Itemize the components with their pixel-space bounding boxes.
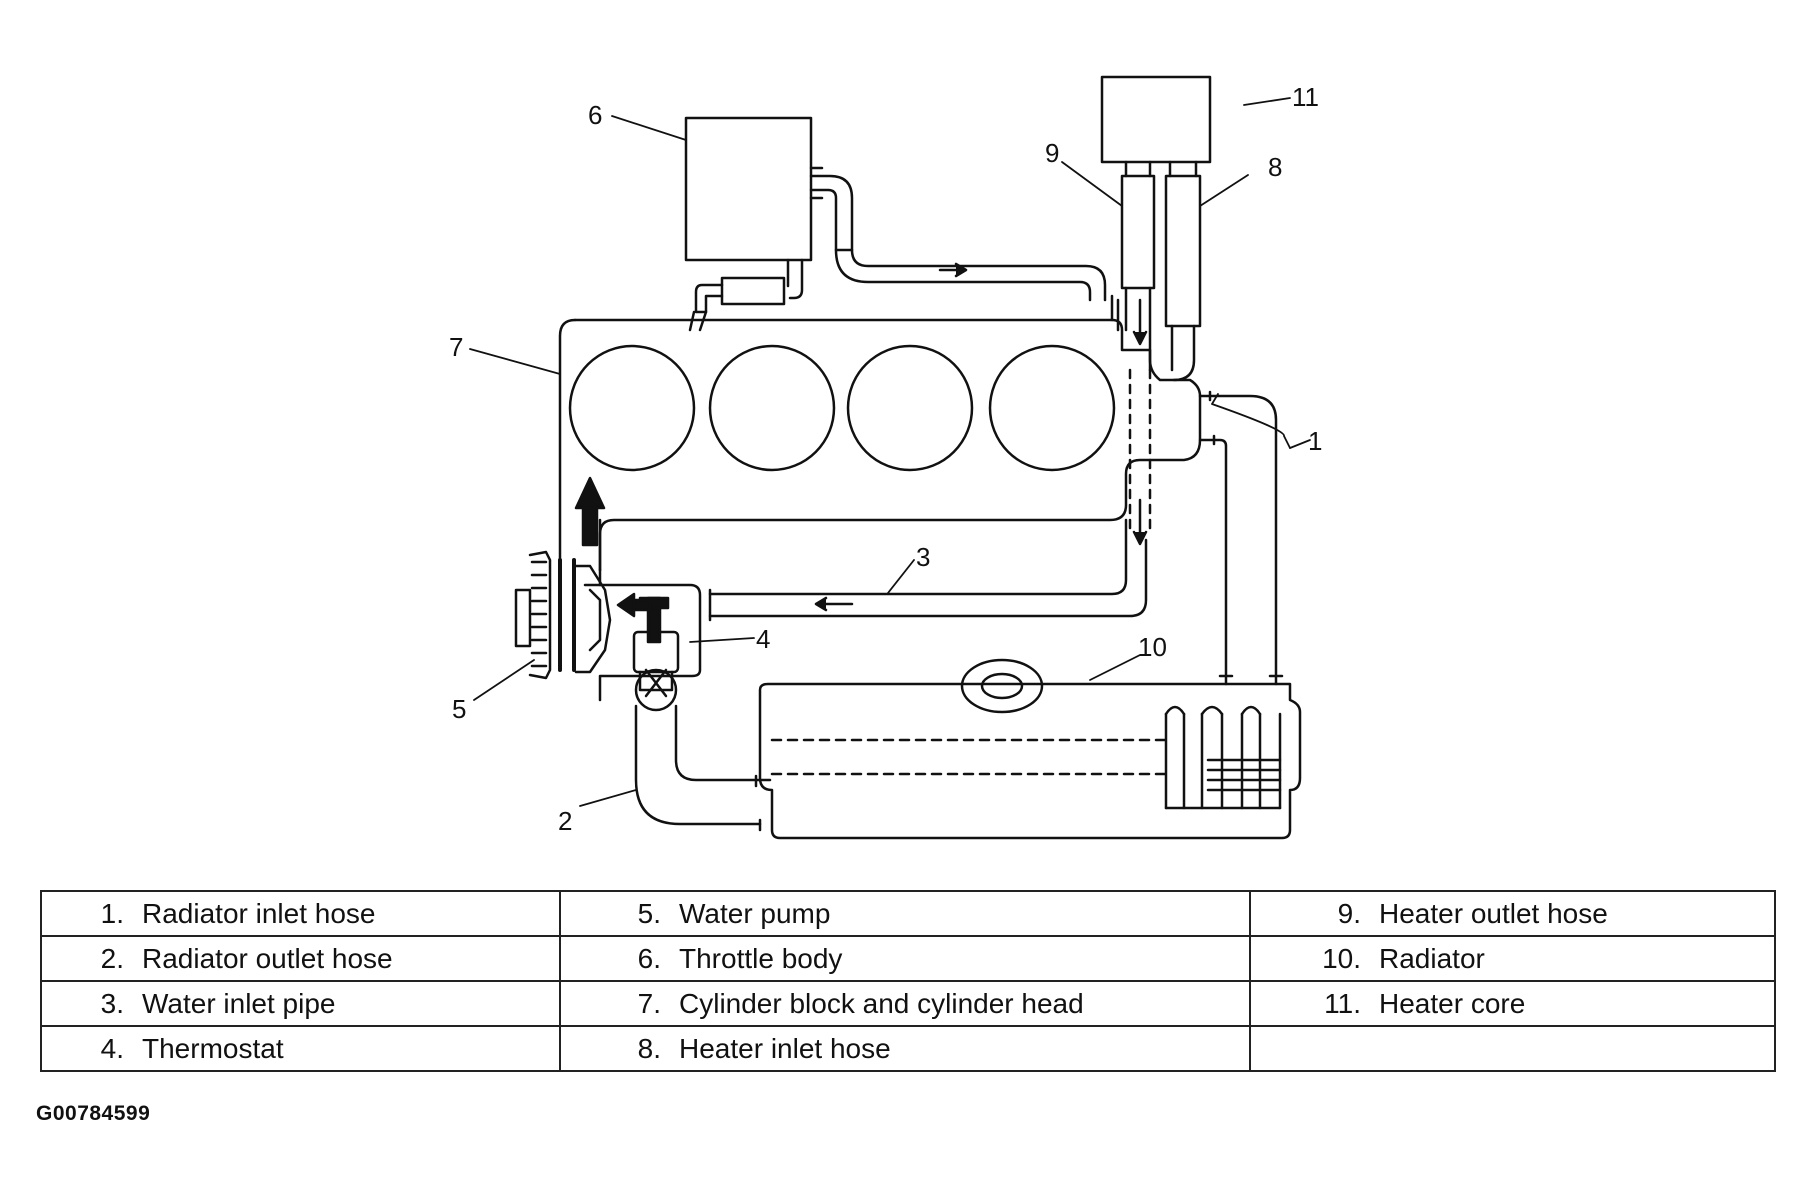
callout-numbers: 1 2 3 4 5 6 7 8 9 10 11 <box>449 82 1322 836</box>
legend-number: 7. <box>637 987 661 1019</box>
legend-label: Heater core <box>1379 987 1526 1019</box>
legend-row: 1. Radiator inlet hose 5. Water pump 9. Hea… <box>40 890 1776 937</box>
legend-label: Radiator <box>1379 942 1485 974</box>
legend-label: Radiator inlet hose <box>142 897 376 929</box>
flow-arrow-top <box>938 262 968 278</box>
callout-4: 4 <box>756 624 770 654</box>
legend-cell: 1. Radiator inlet hose <box>40 890 561 937</box>
flow-arrow-down-right <box>1132 298 1148 546</box>
water-inlet-pipe <box>708 518 1148 622</box>
legend-label: Radiator outlet hose <box>142 942 393 974</box>
heater-core <box>1100 75 1212 164</box>
legend-row: 4. Thermostat 8. Heater inlet hose <box>40 1025 1776 1072</box>
legend-number: 10. <box>1322 942 1361 974</box>
legend-number: 5. <box>637 897 661 929</box>
throttle-to-heater-pipe <box>834 248 1107 302</box>
legend-label: Water pump <box>679 897 831 929</box>
legend-label: Water inlet pipe <box>142 987 336 1019</box>
water-pump <box>514 550 612 680</box>
legend-cell-empty <box>1249 1025 1776 1072</box>
callout-8: 8 <box>1268 152 1282 182</box>
radiator <box>758 658 1302 840</box>
legend-cell: 10. Radiator <box>1249 935 1776 982</box>
legend-cell: 4. Thermostat <box>40 1025 561 1072</box>
legend-number: 9. <box>1337 897 1361 929</box>
legend-cell: 7. Cylinder block and cylinder head <box>559 980 1251 1027</box>
legend-table: 1. Radiator inlet hose 5. Water pump 9. Hea… <box>40 890 1776 1072</box>
legend-number: 6. <box>637 942 661 974</box>
legend-number: 3. <box>100 987 124 1019</box>
callout-5: 5 <box>452 694 466 724</box>
legend-number: 8. <box>637 1032 661 1064</box>
thermostat-housing <box>583 568 702 712</box>
callout-6: 6 <box>588 100 602 130</box>
coolant-passage-dashed <box>1128 368 1152 532</box>
cylinder-block-outline <box>558 318 1202 602</box>
callout-10: 10 <box>1138 632 1167 662</box>
legend-number: 4. <box>100 1032 124 1064</box>
callout-2: 2 <box>558 806 572 836</box>
callout-1: 1 <box>1308 426 1322 456</box>
legend-cell: 6. Throttle body <box>559 935 1251 982</box>
radiator-outlet-hose <box>634 704 772 832</box>
heater-outlet-hose <box>1110 160 1156 372</box>
flow-arrow-up <box>574 476 606 547</box>
leader-lines <box>469 97 1311 807</box>
legend-label: Heater inlet hose <box>679 1032 891 1064</box>
legend-cell: 8. Heater inlet hose <box>559 1025 1251 1072</box>
callout-3: 3 <box>916 542 930 572</box>
throttle-body <box>684 116 854 332</box>
legend-row: 2. Radiator outlet hose 6. Throttle body 1… <box>40 935 1776 982</box>
callout-11: 11 <box>1292 82 1319 112</box>
radiator-inlet-hose <box>1198 390 1284 686</box>
cylinders <box>568 344 1116 472</box>
figure-id: G00784599 <box>36 1102 151 1125</box>
heater-inlet-hose <box>1164 160 1202 382</box>
legend-row: 3. Water inlet pipe 7. Cylinder block and … <box>40 980 1776 1027</box>
legend-cell: 5. Water pump <box>559 890 1251 937</box>
legend-cell: 3. Water inlet pipe <box>40 980 561 1027</box>
legend-label: Thermostat <box>142 1032 284 1064</box>
legend-label: Heater outlet hose <box>1379 897 1608 929</box>
legend-number: 1. <box>100 897 124 929</box>
callout-9: 9 <box>1045 138 1059 168</box>
cooling-system-diagram: 1 2 3 4 5 6 7 8 9 10 11 <box>449 75 1322 840</box>
callout-7: 7 <box>449 332 463 362</box>
flow-arrow-left <box>616 592 670 644</box>
legend-label: Throttle body <box>679 942 843 974</box>
legend-cell: 11. Heater core <box>1249 980 1776 1027</box>
legend-cell: 2. Radiator outlet hose <box>40 935 561 982</box>
legend-cell: 9. Heater outlet hose <box>1249 890 1776 937</box>
legend-number: 2. <box>100 942 124 974</box>
legend-number: 11. <box>1324 987 1361 1019</box>
legend-label: Cylinder block and cylinder head <box>679 987 1084 1019</box>
